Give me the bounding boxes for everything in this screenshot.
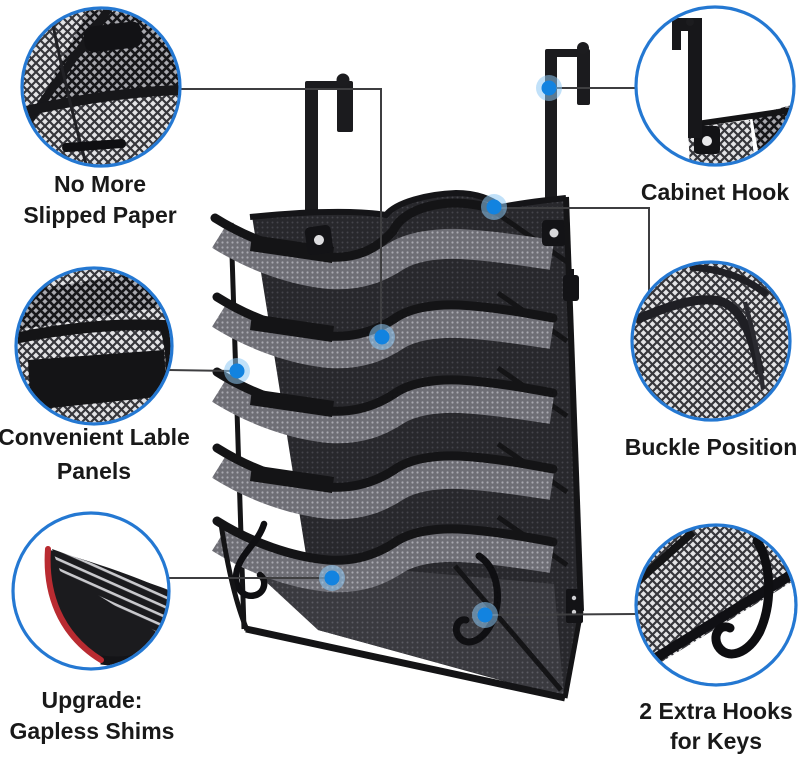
callout-label-line1: Convenient Lable xyxy=(0,424,190,450)
callout-label-line2: Panels xyxy=(56,458,132,484)
marker-dot-extra-hooks-for-keys xyxy=(472,602,498,628)
callout-label-line1: No More xyxy=(54,171,146,197)
callout-ring xyxy=(14,266,174,426)
callout-label-cabinet-hook: Cabinet Hook xyxy=(605,177,800,208)
organizer-product xyxy=(210,42,590,702)
callout-circle-buckle-position xyxy=(630,260,792,422)
callout-circle-upgrade-gapless-shims xyxy=(11,511,171,671)
key-hook-left xyxy=(232,520,268,599)
label-panels xyxy=(250,235,334,493)
connector-extra-hooks-for-keys xyxy=(488,613,638,616)
callout-label-line2: Slipped Paper xyxy=(23,202,177,228)
callout-ring xyxy=(634,523,798,687)
left-door-hook xyxy=(305,73,353,226)
callout-label-extra-hooks-for-keys: 2 Extra Hooks for Keys xyxy=(606,696,800,756)
callout-label-convenient-lable-panels: Convenient Lable Panels xyxy=(0,420,204,488)
callout-ring xyxy=(11,511,171,671)
marker-dot-no-more-slipped-paper xyxy=(369,324,395,350)
callout-label-line1: Cabinet Hook xyxy=(640,179,790,205)
callout-label-line1: Upgrade: xyxy=(41,687,143,713)
callout-label-no-more-slipped-paper: No More Slipped Paper xyxy=(0,169,210,231)
right-bottom-edge xyxy=(562,610,584,699)
bottom-left-edge xyxy=(218,523,250,631)
hanging-clips xyxy=(304,220,566,256)
right-frame-bar xyxy=(563,196,584,612)
callout-ring xyxy=(630,260,792,422)
bottom-tray-face xyxy=(238,556,564,697)
key-hook-middle xyxy=(452,552,501,646)
callout-circle-cabinet-hook xyxy=(634,5,796,167)
marker-dot-cabinet-hook xyxy=(536,75,562,101)
connector-convenient-lable-panels xyxy=(167,369,234,372)
marker-dot-convenient-lable-panels xyxy=(224,358,250,384)
callout-circle-convenient-lable-panels xyxy=(14,266,174,426)
bottom-brace xyxy=(453,564,563,692)
callout-ring xyxy=(20,6,182,168)
marker-dot-buckle-position xyxy=(481,194,507,220)
buckle-clip xyxy=(563,269,579,301)
callout-label-line2: for Keys xyxy=(669,728,763,754)
callout-circle-extra-hooks-for-keys xyxy=(634,523,798,687)
callout-ring xyxy=(634,5,796,167)
marker-dot-upgrade-gapless-shims xyxy=(319,565,345,591)
callout-label-line1: 2 Extra Hooks xyxy=(639,698,793,724)
right-door-hook xyxy=(545,42,590,207)
callout-circle-no-more-slipped-paper xyxy=(20,6,182,168)
connector-no-more-slipped-paper xyxy=(179,88,382,331)
tray-5 xyxy=(212,516,558,593)
marker-dots xyxy=(224,75,562,628)
callout-label-line2: Gapless Shims xyxy=(9,718,175,744)
callout-label-buckle-position: Buckle Position xyxy=(601,432,800,463)
callout-label-upgrade-gapless-shims: Upgrade: Gapless Shims xyxy=(0,685,202,747)
callout-label-line1: Buckle Position xyxy=(624,434,798,460)
mount-bracket xyxy=(566,589,583,623)
top-rail xyxy=(249,189,567,220)
bottom-rail xyxy=(245,625,566,702)
connector-buckle-position xyxy=(498,207,650,293)
